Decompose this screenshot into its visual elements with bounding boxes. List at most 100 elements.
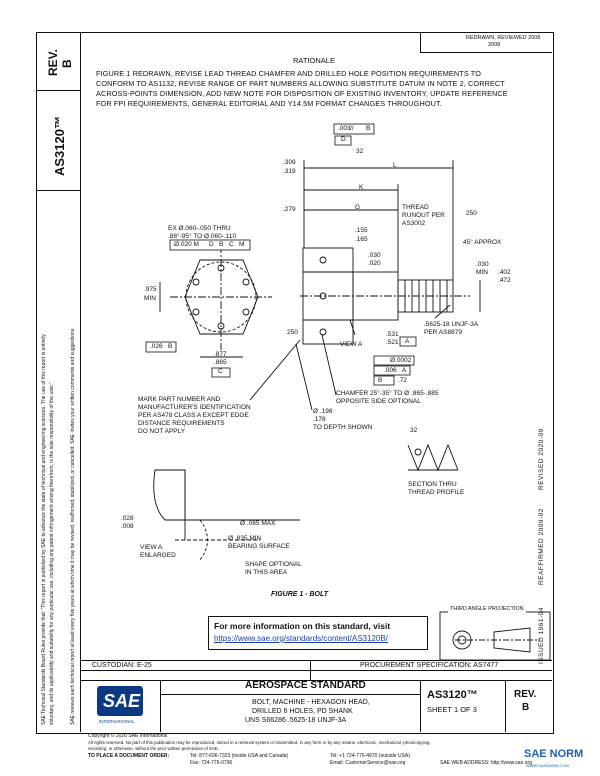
drill-hole	[242, 278, 250, 286]
rationale-line-1: FIGURE 1 REDRAWN, REVISE LEAD THREAD CHA…	[96, 69, 481, 78]
thread-runout-2: RUNOUT PER	[402, 212, 445, 219]
fcf-top-symbol: //	[350, 125, 354, 132]
dim-402: .402	[498, 269, 511, 276]
watermark-brand: SAE NORM	[522, 748, 586, 760]
fcf-hole-m: M	[239, 241, 245, 248]
approx-45: 45° APPROX	[463, 239, 502, 246]
info-box: For more information on this standard, v…	[208, 616, 428, 650]
sheet-number: SHEET 1 OF 3	[427, 705, 477, 714]
label-g: G	[355, 204, 361, 211]
chamfer-note-1: CHAMFER 25°-35° TO Ø .865-.885	[336, 390, 439, 397]
fcf-0002-value: Ø.0002	[390, 357, 412, 364]
title-block-rule	[420, 680, 421, 732]
title-block-rule	[80, 680, 552, 681]
custodian: CUSTODIAN: E-25	[92, 662, 152, 669]
sae-logo-text: SAE	[103, 691, 141, 711]
drill-note-1: Ø .198	[313, 408, 333, 415]
left-title-strip	[36, 32, 81, 732]
dim-020: .020	[368, 260, 381, 267]
procurement-spec: PROCUREMENT SPECIFICATION: AS7477	[360, 662, 499, 669]
title-block-rule	[80, 670, 552, 671]
dim-155: .155	[355, 227, 368, 234]
projection-box	[439, 611, 551, 661]
title-rev-label: REV.	[514, 689, 537, 700]
thread-runout-1: THREAD	[402, 204, 429, 211]
rationale-line-2: CONFORM TO AS1132, REVISE RANGE OF PART …	[96, 79, 505, 88]
dim-165: .165	[355, 236, 368, 243]
rationale-title: RATIONALE	[293, 56, 335, 65]
dim-030-min-a: .030	[476, 261, 489, 268]
dim-085: Ø .085 MAX	[240, 520, 276, 527]
datum-c: C	[218, 368, 223, 375]
fcf-006-value: .006	[384, 367, 397, 374]
projection-label: THIRD ANGLE PROJECTION	[448, 606, 526, 613]
dim-319: .319	[283, 168, 296, 175]
fcf-026-value: .026	[150, 343, 163, 350]
datum-a: A	[405, 338, 410, 345]
title-block-rule	[80, 660, 552, 661]
sae-logo-cell	[80, 680, 161, 732]
fcf-hole-c: C	[229, 241, 234, 248]
footer-fax: Fax: 724-776-0790	[190, 760, 233, 766]
roughness-32: 32	[356, 148, 364, 155]
title-rev-value: B	[522, 702, 530, 713]
dim-472: .472	[498, 277, 511, 284]
title-block-rule	[310, 660, 311, 680]
footer-tel: Tel: 877-606-7323 (inside USA and Canada…	[190, 753, 289, 759]
footer-web: SAE WEB ADDRESS: http://www.sae.org	[440, 760, 532, 766]
dim-309: .309	[283, 159, 296, 166]
fcf-006-a: A	[402, 367, 407, 374]
sae-logo-sub: INTERNATIONAL	[99, 719, 135, 724]
dim-008: .008	[121, 523, 134, 530]
title-doc-number: AS3120™	[427, 689, 478, 701]
dim-030: .030	[368, 252, 381, 259]
hole-note-2: .88°-95° TO Ø.060-.110	[168, 233, 237, 240]
dim-028: .028	[121, 515, 134, 522]
thread-profile	[407, 443, 459, 472]
thread-spec-2: PER AS8879	[424, 329, 462, 336]
shape-note-1: SHAPE OPTIONAL	[245, 561, 302, 568]
mark-note-4: DISTANCE REQUIREMENTS	[138, 420, 225, 427]
desc-2: DRILLED 6 HOLES, PD SHANK	[252, 708, 353, 715]
mark-note-3: PER AS478 CLASS A EXCEPT EDGE	[138, 412, 249, 419]
chamfer-note-2: OPPOSITE SIDE OPTIONAL	[336, 398, 421, 405]
datum-b: B	[378, 377, 383, 384]
footer-order: TO PLACE A DOCUMENT ORDER:	[88, 753, 170, 759]
view-a-enlarged-1: VIEW A	[140, 544, 163, 551]
fcf-hole-value: Ø.020 M	[174, 241, 199, 248]
drawing-sheet	[36, 32, 554, 734]
hole-note-1: EX Ø.060-.050 THRU	[168, 225, 231, 232]
header-stamp-2: 2008	[488, 42, 501, 48]
datum-d: D	[341, 136, 346, 143]
footer-rights-2: recording, or otherwise, without the pri…	[88, 746, 220, 751]
header-rule	[420, 52, 552, 53]
fcf-hole-b: B	[219, 241, 224, 248]
desc-3: UNS S66286 .5625-18 UNJF-3A	[245, 717, 347, 724]
dim-877: .877	[214, 351, 227, 358]
watermark-sub: WWW.SAENORM.COM	[526, 763, 569, 768]
view-a-label: VIEW A	[340, 341, 363, 348]
footer-email: Email: CustomerService@sae.org	[330, 760, 406, 766]
strip-divider	[36, 90, 80, 91]
fcf-top-datum: B	[366, 125, 371, 132]
fcf-hole-d: D	[209, 241, 214, 248]
drill-hole	[242, 308, 250, 316]
footer-tel2: Tel: +1 724-776-4970 (outside USA)	[330, 753, 410, 759]
info-link[interactable]: https://www.sae.org/standards/content/AS…	[214, 634, 388, 643]
roughness-250-b: 250	[287, 329, 298, 336]
footer-rights: All rights reserved. No part of this pub…	[88, 740, 431, 745]
drill-hole	[192, 278, 200, 286]
rationale-line-3: ACROSS-POINTS DIMENSION, ADD NEW NOTE FO…	[96, 89, 508, 98]
info-text: For more information on this standard, v…	[214, 621, 391, 631]
thread-spec-1: .5625-18 UNJF-3A	[424, 321, 479, 328]
dim-030-min-b: MIN	[476, 269, 488, 276]
drill-hole	[192, 308, 200, 316]
fcf-top-value: .003	[338, 125, 351, 132]
header-stamp-1: REDRAWN, REVIEWED 2008	[466, 35, 541, 41]
label-k: K	[359, 184, 364, 191]
standard-type: AEROSPACE STANDARD	[245, 680, 366, 691]
desc-1: BOLT, MACHINE - HEXAGON HEAD,	[252, 699, 370, 706]
rationale-line-4: FOR FPI REQUIREMENTS, GENERAL EDITORIAL …	[96, 99, 442, 108]
mark-note-1: MARK PART NUMBER AND	[138, 396, 221, 403]
